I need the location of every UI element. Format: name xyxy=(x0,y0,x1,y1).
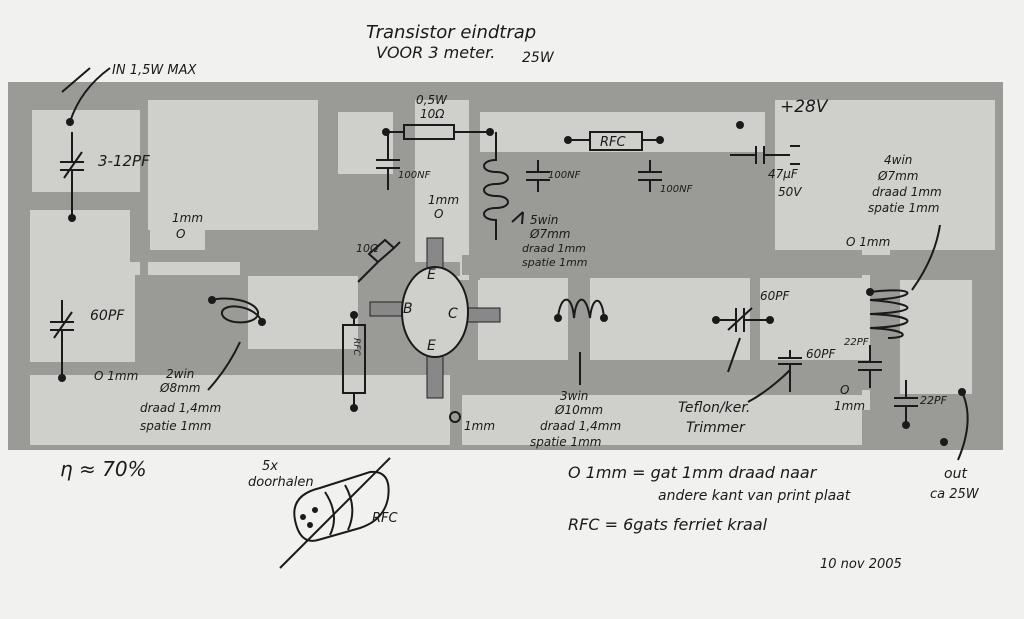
coil-collector xyxy=(483,132,509,240)
cap-22pf-1-label: 22PF xyxy=(844,337,869,348)
pad-left-strip xyxy=(148,100,318,230)
rfc-base-label: RFC xyxy=(351,338,361,356)
pad-input xyxy=(32,110,140,192)
resistor-10-base xyxy=(357,238,401,283)
label-e-bottom: E xyxy=(427,338,436,354)
coil-collector-wire: draad 1mm xyxy=(522,242,586,255)
cap-100nf-1 xyxy=(376,132,400,190)
date: 10 nov 2005 xyxy=(820,557,902,572)
cap-60pf-shunt-label: 60PF xyxy=(90,308,125,324)
rfc-bead-wire xyxy=(279,457,391,569)
coil-input-diam: Ø8mm xyxy=(159,381,200,395)
coil-input-turns: 2win xyxy=(166,367,194,381)
coil-mid-spacing: spatie 1mm xyxy=(530,435,601,449)
resistor-value-label: 10Ω xyxy=(420,107,445,121)
coil-mid-wire: draad 1,4mm xyxy=(540,419,621,433)
rfc-bead xyxy=(293,470,390,542)
cap-47uf-label: 47µF xyxy=(768,167,799,181)
label-e-top: E xyxy=(427,267,436,283)
hole-label-1: 1mm xyxy=(172,211,203,225)
rfc-detail-doorhalen: doorhalen xyxy=(248,475,314,490)
legend-hole-line1: O 1mm = gat 1mm draad naar xyxy=(568,463,818,482)
coil-mid-diam: Ø10mm xyxy=(554,403,603,417)
hole-1mm-marker xyxy=(449,411,461,423)
transistor: E B C E xyxy=(369,237,501,399)
cap-22pf-1 xyxy=(858,345,882,388)
coil-mid xyxy=(557,298,605,319)
coil-out-diam: Ø7mm xyxy=(877,169,918,183)
resistor-base-label: 10Ω xyxy=(356,242,379,255)
input-label: IN 1,5W MAX xyxy=(112,63,197,78)
label-c: C xyxy=(448,306,458,322)
cap-60pf-out1-label: 60PF xyxy=(760,289,791,303)
lead-c xyxy=(465,307,501,323)
trimmer-60pf-out1 xyxy=(716,307,770,332)
coil-input xyxy=(211,297,263,324)
pad-supply-right xyxy=(775,100,995,250)
hole-label-6b: 1mm xyxy=(834,399,865,413)
cap-47uf xyxy=(730,145,800,165)
trimmer-3-12pf xyxy=(60,132,84,218)
cap-100nf-2 xyxy=(526,160,550,192)
cap-100nf-1-label: 100NF xyxy=(398,170,431,181)
coil-collector-diam: Ø7mm xyxy=(529,227,570,241)
hole-label-3: O 1mm xyxy=(94,369,138,383)
rfc-top-label: RFC xyxy=(600,135,627,150)
label-b: B xyxy=(403,301,413,317)
trimmer-60pf-out2 xyxy=(778,350,802,392)
rfc-detail-label: RFC xyxy=(372,511,399,526)
input-wire xyxy=(69,67,111,123)
cap-100nf-3 xyxy=(638,160,662,192)
pad-base xyxy=(248,275,358,349)
hole-label-5: 1mm xyxy=(464,419,495,433)
title-line2: VOOR 3 meter. xyxy=(376,43,495,62)
cap-100nf-2-label: 100NF xyxy=(548,170,581,181)
hole-label-4: O 1mm xyxy=(846,235,890,249)
pad-input-match xyxy=(30,210,240,362)
legend-hole-line2: andere kant van print plaat xyxy=(658,488,851,504)
coil-collector-turns: 5win xyxy=(530,213,558,227)
labels: Transistor eindtrap VOOR 3 meter. 25W IN… xyxy=(60,22,980,572)
output-line1: out xyxy=(944,466,967,482)
rfc-detail-5x: 5x xyxy=(262,459,278,474)
cap-22pf-2-label: 22PF xyxy=(920,394,948,407)
title-line1: Transistor eindtrap xyxy=(366,22,536,43)
pad-right xyxy=(760,278,870,360)
title-power: 25W xyxy=(522,50,555,66)
resistor-power-label: 0,5W xyxy=(416,93,448,107)
pad-bottom-left xyxy=(30,375,450,445)
cap-100nf-3-label: 100NF xyxy=(660,184,693,195)
coil-mid-turns: 3win xyxy=(560,389,588,403)
pad-bottom-right xyxy=(462,395,862,445)
supply-label: +28V xyxy=(780,97,829,117)
hole-label-2b: O xyxy=(434,207,443,221)
hole-label-6: O xyxy=(840,383,849,397)
output-line2: ca 25W xyxy=(930,487,980,502)
efficiency: η ≈ 70% xyxy=(60,457,147,481)
cap-47uf-voltage: 50V xyxy=(778,185,802,199)
trimmer-note-line2: Trimmer xyxy=(686,420,746,436)
coil-out xyxy=(869,289,909,339)
coil-out-spacing: spatie 1mm xyxy=(868,201,939,215)
coil-out-turns: 4win xyxy=(884,153,912,167)
trimmer-note-line1: Teflon/ker. xyxy=(678,400,750,416)
solder-points xyxy=(58,118,966,528)
legend-rfc: RFC = 6gats ferriet kraal xyxy=(568,515,768,534)
trimmer-60pf-shunt xyxy=(50,300,74,378)
cap-60pf-out2-label: 60PF xyxy=(806,347,837,361)
coil-out-wire: draad 1mm xyxy=(872,185,942,199)
lead-b xyxy=(369,301,403,317)
hole-label-1b: O xyxy=(176,227,185,241)
coil-input-wire: draad 1,4mm xyxy=(140,401,221,415)
hole-label-2: 1mm xyxy=(428,193,459,207)
transistor-body xyxy=(401,266,469,358)
pad-out xyxy=(900,280,972,394)
cap-3-12pf-label: 3-12PF xyxy=(98,152,150,170)
coil-collector-spacing: spatie 1mm xyxy=(522,256,588,269)
copper-areas xyxy=(30,100,995,445)
pad-top-left-box xyxy=(338,112,393,174)
cap-22pf-2 xyxy=(894,380,918,425)
coil-input-spacing: spatie 1mm xyxy=(140,419,211,433)
